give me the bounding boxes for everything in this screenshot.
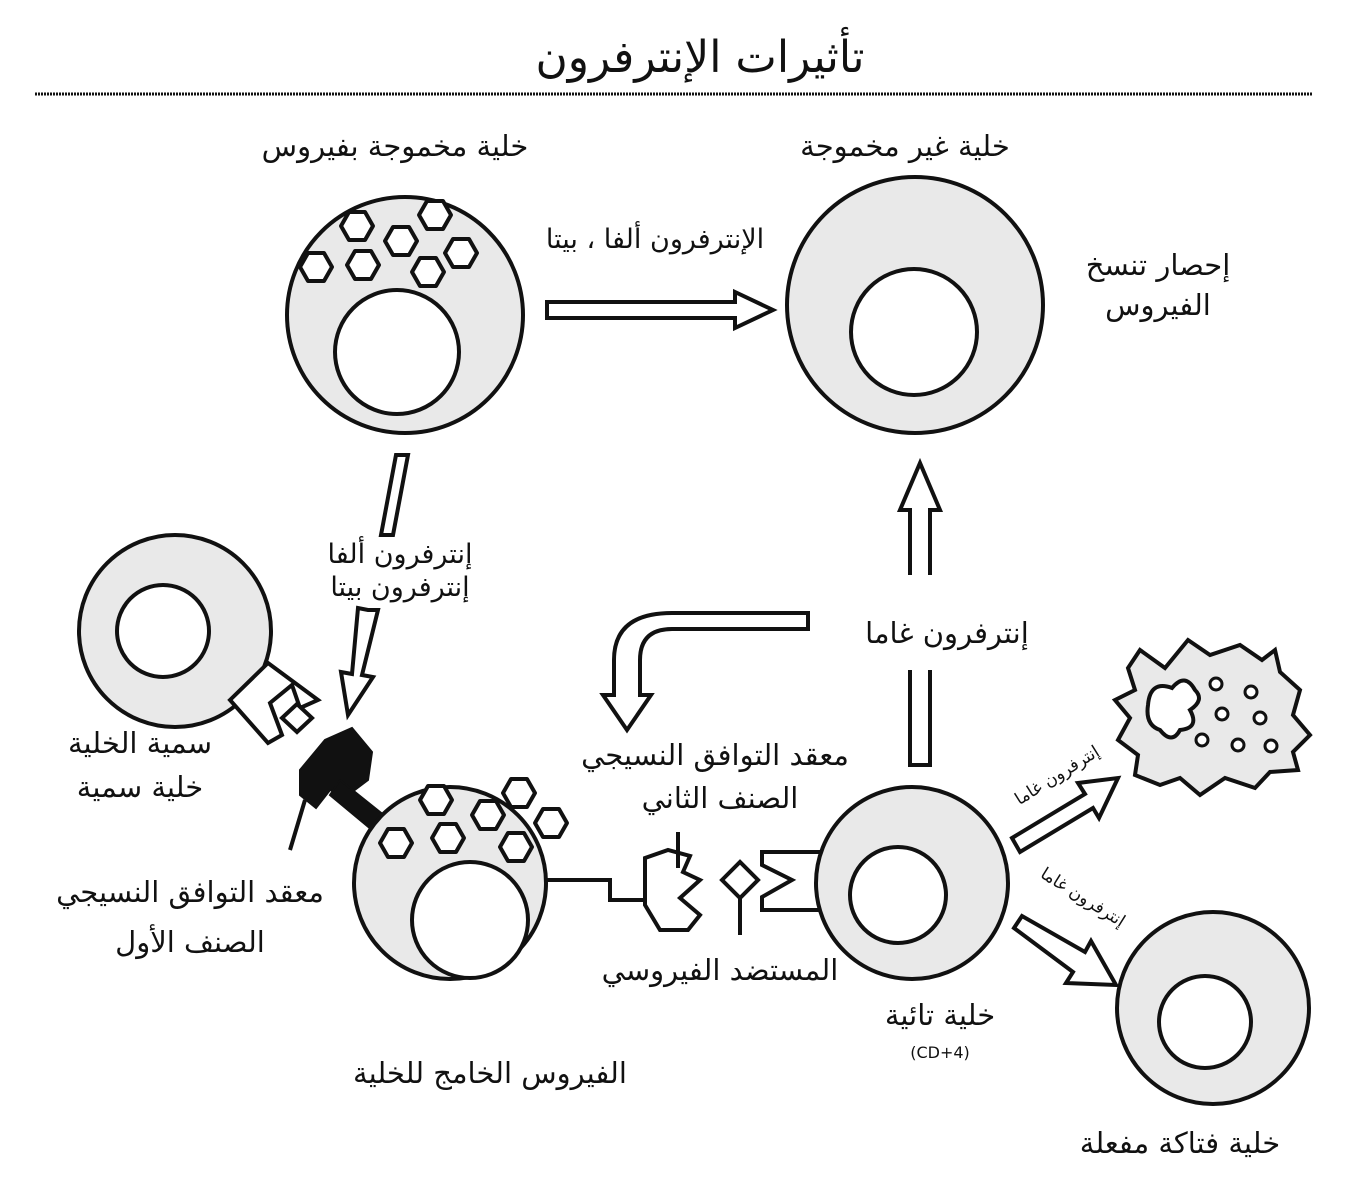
infected-cell-label: خلية مخموجة بفيروس <box>262 129 529 163</box>
mhc-2-label-2: الصنف الثاني <box>642 781 799 816</box>
virus-particle-icon <box>418 784 454 816</box>
virus-particle-icon <box>501 777 537 809</box>
host-cell <box>352 777 569 981</box>
cytotoxicity-label: سمية الخلية <box>68 726 212 760</box>
virus-particle-icon <box>298 251 334 283</box>
t-cell-receptor-2-icon <box>760 850 824 912</box>
virus-particle-icon <box>430 822 466 854</box>
mhc-1-label-2: الصنف الأول <box>115 923 265 959</box>
killer-cell-label: خلية فتاكة مفعلة <box>1080 1126 1280 1160</box>
ifn-alpha-beta-label: الإنترفرون ألفا ، بيتا <box>546 220 764 255</box>
ifn-beta-label: إنترفرون بيتا <box>330 572 469 603</box>
macrophage <box>1111 637 1313 798</box>
uninfected-cell-label: خلية غير مخموجة <box>800 129 1010 163</box>
page-title: تأثيرات الإنترفرون <box>535 26 864 83</box>
virus-particle-icon <box>345 249 381 281</box>
virus-particle-icon <box>410 256 446 288</box>
ifn-gamma-label: إنترفرون غاما <box>865 616 1029 651</box>
antigen-diamond-icon <box>279 701 315 735</box>
t-cell-receptor-icon <box>227 660 322 746</box>
virus-particle-icon <box>417 199 453 231</box>
restrict-replication-label-1: إحصار تنسخ <box>1086 248 1231 283</box>
infected-cell <box>285 195 525 435</box>
cytotoxic-cell-label: خلية سمية <box>77 770 203 804</box>
killer-cell <box>1115 910 1311 1106</box>
virus-particle-icon <box>383 225 419 257</box>
ifn-down-arrow-shaft-icon <box>378 453 411 537</box>
ifn-gamma-killer-label: إنترفرون غاما <box>1037 864 1129 932</box>
virus-particle-icon <box>498 831 534 863</box>
virus-particle-icon <box>443 237 479 269</box>
host-cell-label: الفيروس الخامج للخلية <box>353 1056 627 1090</box>
viral-antigen-icon <box>719 859 761 901</box>
ifn-alpha-beta-arrow-icon <box>545 288 778 332</box>
ifn-gamma-macrophage-arrow-icon <box>1009 775 1122 855</box>
mhc-1-pointer-line <box>288 799 307 851</box>
mhc-2-label-1: معقد التوافق النسيجي <box>581 738 849 773</box>
ifn-alpha-label: إنترفرون ألفا <box>328 535 473 570</box>
uninfected-cell <box>785 175 1045 435</box>
cytotoxic-cell <box>77 533 273 729</box>
mhc-1-label-1: معقد التوافق النسيجي <box>56 875 324 910</box>
ifn-gamma-killer-arrow-icon <box>1011 913 1120 988</box>
mhc-class-2-icon <box>545 832 704 932</box>
restrict-replication-label-2: الفيروس <box>1105 288 1211 322</box>
virus-particle-icon <box>533 807 569 839</box>
t-helper-cell <box>814 785 1010 981</box>
cd4-marker-label: (CD+4) <box>910 1043 970 1062</box>
virus-particle-icon <box>378 827 414 859</box>
curved-arrow-icon <box>599 611 810 734</box>
virus-particle-icon <box>339 210 375 242</box>
ifn-down-arrow-icon <box>338 605 381 721</box>
t-helper-label: خلية تائية <box>885 998 995 1032</box>
ifn-gamma-label-gap <box>890 575 950 670</box>
virus-particle-icon <box>470 799 506 831</box>
viral-antigen-label: المستضد الفيروسي <box>602 953 839 988</box>
